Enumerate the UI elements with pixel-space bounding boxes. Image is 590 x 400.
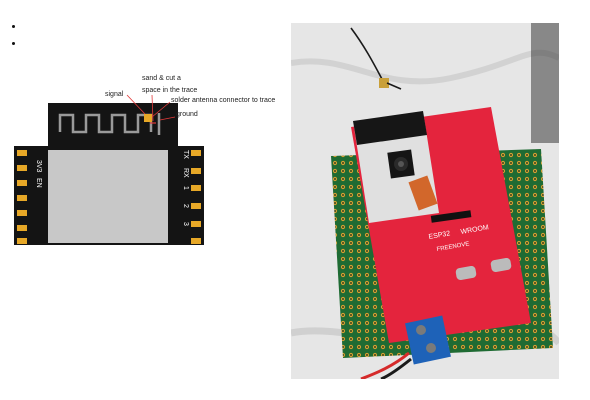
camera-ribbon [408, 175, 438, 211]
signal-pad [144, 114, 152, 122]
silkscreen-brand: FREENOVE [436, 241, 470, 253]
cut-annotation-line1: sand & cut a [142, 75, 181, 82]
pin-label-3v3: 3V3 [35, 160, 42, 173]
signal-leader [126, 94, 146, 115]
solder-annotation: solder antenna connector to trace [171, 97, 276, 104]
fpc-connector [430, 210, 472, 223]
rf-shield [48, 150, 168, 243]
silkscreen-model-1: ESP32 [428, 230, 451, 241]
esp32-module-diagram: 3V3 EN TX RX 1 2 3 signal sand & cut a s… [0, 0, 290, 400]
pin-label-2: 2 [182, 204, 189, 208]
black-wire [380, 357, 412, 379]
left-pads [17, 150, 27, 244]
usb-c-port [490, 257, 512, 273]
right-pads [191, 150, 201, 244]
bullet-marker [12, 42, 15, 45]
pin-label-1: 1 [182, 186, 189, 190]
pin-label-en: EN [35, 178, 42, 188]
ground-leader [159, 116, 176, 121]
pin-label-rx: RX [182, 168, 189, 178]
terminal-block [405, 315, 451, 365]
pin-label-tx: TX [182, 150, 189, 159]
board-photo: ESP32 WROOM FREENOVE [291, 23, 559, 379]
pcb-antenna-trace [58, 113, 153, 134]
module-svg: 3V3 EN TX RX 1 2 3 [14, 94, 204, 245]
photo-svg: ESP32 WROOM FREENOVE [291, 23, 559, 379]
silkscreen-model-2: WROOM [460, 224, 489, 236]
ground-annotation: ground [176, 111, 198, 118]
antenna-wire [350, 27, 384, 82]
pin-label-3: 3 [182, 222, 189, 226]
red-wire [360, 351, 410, 379]
solder-leader [151, 101, 171, 118]
bullet-marker [12, 25, 15, 28]
cut-annotation-line2: space in the trace [142, 87, 198, 94]
usb-c-port [455, 265, 477, 281]
ufl-connector [379, 78, 389, 88]
signal-annotation: signal [105, 91, 124, 98]
